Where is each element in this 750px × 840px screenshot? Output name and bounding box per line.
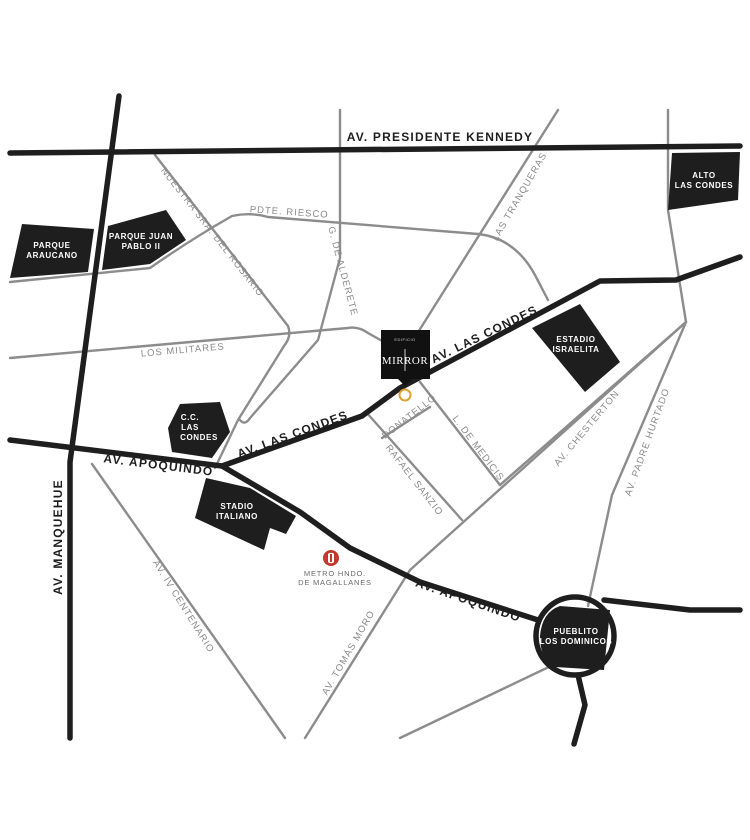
- metro-logo-icon: [323, 550, 339, 566]
- avenue-dominicos-south: [571, 672, 588, 747]
- label-tomas-moro: AV. TOMÁS MORO: [320, 608, 378, 697]
- svg-text:METRO HNDO.DE MAGALLANES: METRO HNDO.DE MAGALLANES: [298, 569, 372, 587]
- cc-las-condes-line1: C.C.: [181, 413, 199, 422]
- metro-line1: METRO HNDO.: [304, 569, 366, 578]
- street-g-de-alderete: [238, 108, 342, 424]
- label-las-condes-east: AV. LAS CONDES: [429, 303, 540, 367]
- avenue-apoquindo: [7, 437, 541, 623]
- building-marker[interactable]: EDIFICIO MIRROR: [381, 330, 430, 386]
- label-presidente-kennedy: AV. PRESIDENTE KENNEDY: [347, 130, 533, 144]
- building-box: [381, 330, 430, 379]
- street-tomas-moro: [303, 320, 688, 740]
- label-iv-centenario: AV. IV CENTENARIO: [150, 558, 216, 655]
- metro-line2: DE MAGALLANES: [298, 578, 372, 587]
- cc-las-condes-line3: CONDES: [180, 433, 218, 442]
- parque-juan-pablo-line2: PABLO II: [122, 242, 161, 251]
- location-ring-icon[interactable]: [398, 388, 412, 402]
- minor-streets: [8, 108, 688, 740]
- label-apoquindo-east: AV. APOQUINDO: [414, 576, 523, 625]
- building-pointer: [398, 379, 412, 386]
- avenue-manquehue: [67, 93, 122, 741]
- street-pdte-riesco: [8, 213, 550, 302]
- label-las-tranqueras: LAS TRANQUERAS: [490, 151, 550, 243]
- label-padre-hurtado: AV. PADRE HURTADO: [623, 387, 672, 498]
- street-los-militares: [8, 326, 386, 360]
- label-g-de-alderete: G. DE ALDERETE: [325, 225, 359, 317]
- pueblito-los-dominicos-line1: PUEBLITO: [553, 627, 598, 636]
- roundabout-dominicos: [533, 594, 617, 678]
- label-manquehue: AV. MANQUEHUE: [51, 479, 65, 595]
- street-dominicos-branch: [398, 663, 555, 740]
- street-l-de-medicis: [418, 380, 502, 487]
- parque-juan-pablo-line1: PARQUE JUAN: [109, 232, 173, 241]
- stadio-italiano-line2: ITALIANO: [216, 512, 258, 521]
- avenue-labels: AV. PRESIDENTE KENNEDY AV. LAS CONDES AV…: [51, 130, 540, 625]
- label-donatello: DONATELLO: [380, 392, 439, 441]
- parque-araucano-line1: PARQUE: [33, 241, 70, 250]
- parque-araucano-line2: ARAUCANO: [26, 251, 77, 260]
- avenue-dominicos-east: [601, 597, 743, 613]
- estadio-israelita-line1: ESTADIO: [556, 335, 595, 344]
- metro-station: METRO HNDO.DE MAGALLANES: [298, 550, 372, 587]
- stadio-italiano-line1: STADIO: [220, 502, 253, 511]
- building-prefix: EDIFICIO: [394, 337, 415, 342]
- alto-las-condes-line1: ALTO: [692, 171, 715, 180]
- street-nuestra-sra-del-rosario: [153, 153, 291, 470]
- avenue-las-condes-apoquindo: [219, 254, 743, 469]
- street-rafael-sanzio: [364, 410, 464, 522]
- street-iv-centenario: [90, 462, 287, 740]
- label-rafael-sanzio: RAFAEL SANZIO: [383, 443, 445, 518]
- label-l-de-medicis: L. DE MEDICIS: [450, 414, 506, 484]
- street-donatello: [380, 405, 432, 440]
- cc-las-condes-line2: LAS: [181, 423, 199, 432]
- alto-las-condes-line2: LAS CONDES: [675, 181, 734, 190]
- avenue-presidente-kennedy: [7, 143, 743, 156]
- pueblito-los-dominicos-line2: LOS DOMINICOS: [540, 637, 613, 646]
- estadio-israelita-line2: ISRAELITA: [552, 345, 599, 354]
- label-chesterton: AV. CHESTERTON: [552, 388, 622, 468]
- major-avenues: [7, 93, 743, 747]
- street-padre-hurtado: [586, 108, 688, 608]
- street-chesterton-link: [498, 320, 688, 487]
